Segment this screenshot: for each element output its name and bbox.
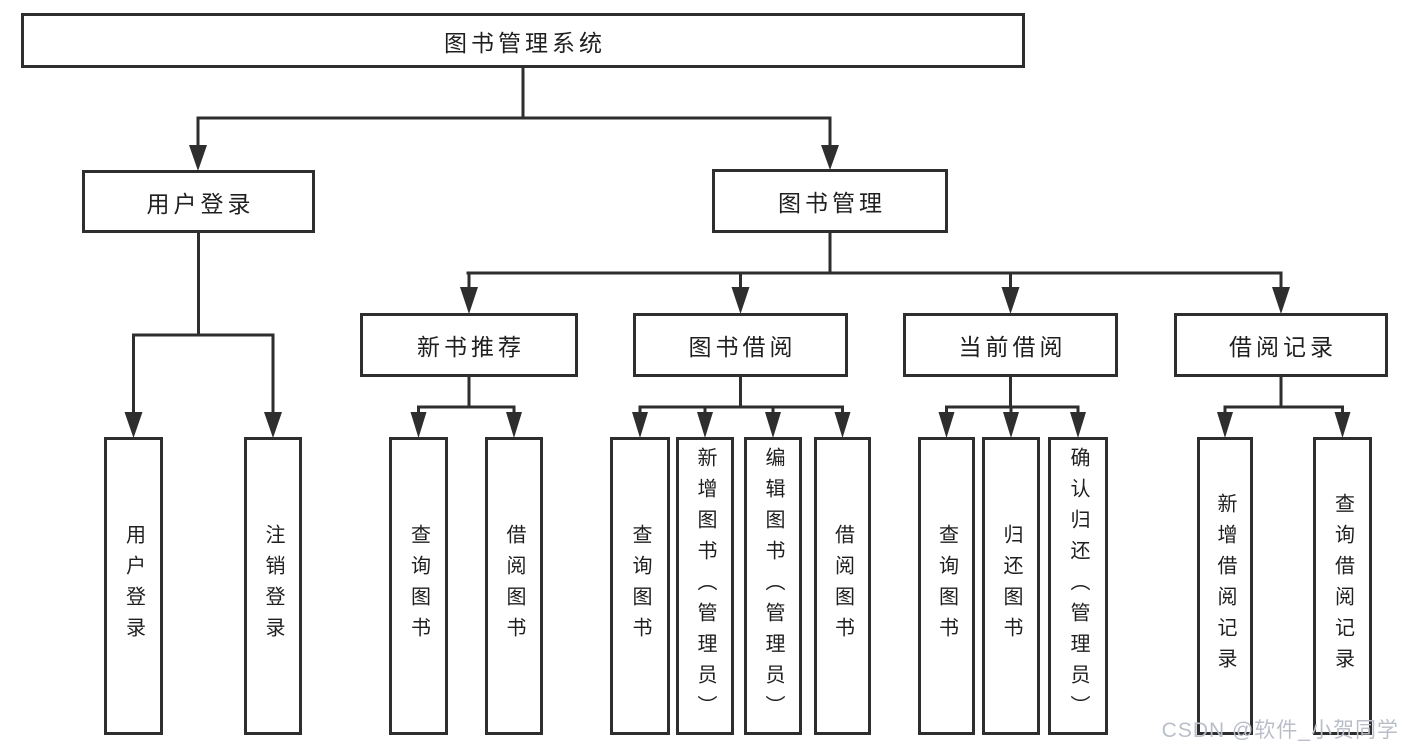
- leaf-add-books-admin-label: 新增图书（管理员）: [694, 446, 716, 726]
- leaf-query-books-borrowing: 查询图书: [610, 437, 670, 735]
- leaf-add-borrow-record-label: 新增借阅记录: [1214, 493, 1236, 679]
- leaf-query-borrow-record-label: 查询借阅记录: [1331, 493, 1354, 679]
- node-current-borrowing-label: 当前借阅: [958, 334, 1067, 360]
- leaf-borrow-books-recommend: 借阅图书: [485, 437, 543, 735]
- node-root-label: 图书管理系统: [444, 29, 606, 56]
- leaf-query-borrow-record: 查询借阅记录: [1313, 437, 1372, 735]
- leaf-add-books-admin: 新增图书（管理员）: [676, 437, 734, 735]
- leaf-confirm-return-admin: 确认归还（管理员）: [1048, 437, 1108, 735]
- leaf-query-books-current: 查询图书: [918, 437, 975, 735]
- leaf-query-books-recommend-label: 查询图书: [407, 524, 430, 648]
- leaf-query-books-current-label: 查询图书: [935, 524, 958, 648]
- leaf-confirm-return-admin-label: 确认归还（管理员）: [1067, 446, 1089, 726]
- leaf-user-login: 用户登录: [104, 437, 163, 735]
- node-book-borrowing-label: 图书借阅: [688, 334, 797, 360]
- node-borrowing-records-label: 借阅记录: [1229, 334, 1337, 360]
- leaf-query-books-borrowing-label: 查询图书: [629, 524, 651, 648]
- leaf-add-borrow-record: 新增借阅记录: [1197, 437, 1253, 735]
- node-user-login-label: 用户登录: [146, 190, 255, 217]
- leaf-return-books: 归还图书: [982, 437, 1040, 735]
- arrowheads: [124, 145, 1351, 438]
- node-user-login: 用户登录: [82, 170, 315, 233]
- leaf-borrow-books-borrowing: 借阅图书: [814, 437, 871, 735]
- leaf-edit-books-admin: 编辑图书（管理员）: [744, 437, 802, 735]
- node-book-borrowing: 图书借阅: [633, 313, 848, 377]
- leaf-logout-login: 注销登录: [244, 437, 302, 735]
- node-new-book-recommendation-label: 新书推荐: [417, 334, 525, 360]
- watermark-text: CSDN @软件_小贺同学: [1161, 719, 1399, 742]
- node-book-management-label: 图书管理: [778, 190, 886, 216]
- leaf-edit-books-admin-label: 编辑图书（管理员）: [762, 446, 784, 726]
- node-book-management: 图书管理: [712, 169, 948, 233]
- leaf-logout-login-label: 注销登录: [262, 524, 284, 648]
- leaf-user-login-label: 用户登录: [122, 524, 145, 648]
- leaf-borrow-books-recommend-label: 借阅图书: [503, 524, 525, 648]
- node-current-borrowing: 当前借阅: [903, 313, 1118, 377]
- node-root: 图书管理系统: [21, 13, 1025, 68]
- leaf-query-books-recommend: 查询图书: [389, 437, 448, 735]
- node-new-book-recommendation: 新书推荐: [360, 313, 578, 377]
- leaf-return-books-label: 归还图书: [1000, 524, 1022, 648]
- node-borrowing-records: 借阅记录: [1174, 313, 1388, 377]
- leaf-borrow-books-borrowing-label: 借阅图书: [831, 524, 854, 648]
